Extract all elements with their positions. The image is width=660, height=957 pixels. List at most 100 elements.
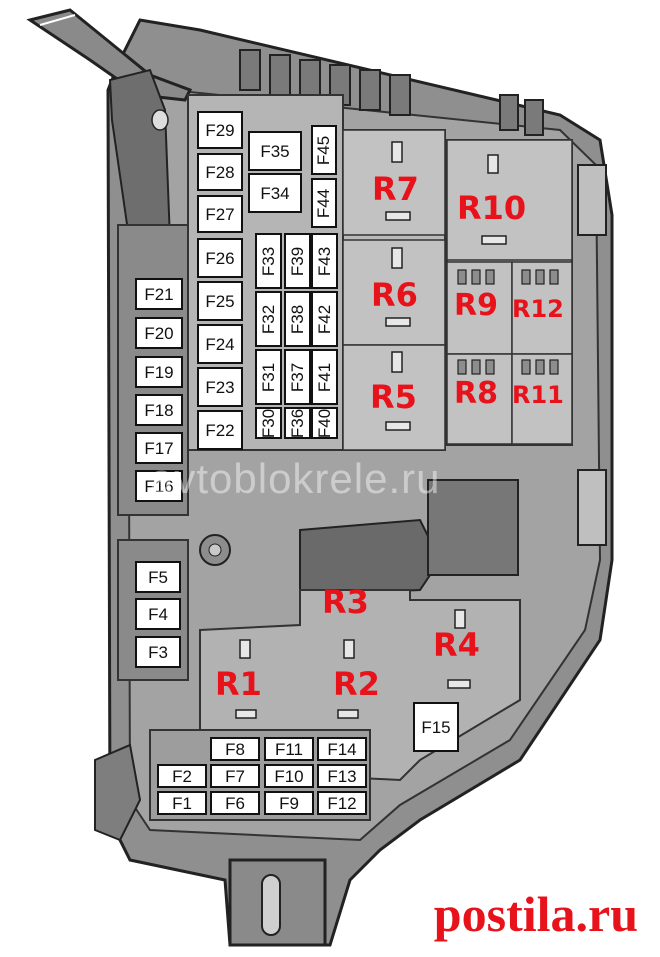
fuse-label: F36 [288, 408, 308, 438]
fuse-label: F11 [274, 739, 304, 759]
fuse-F17: F17 [135, 432, 183, 464]
fuse-F11: F11 [264, 737, 314, 761]
fuse-label: F28 [205, 162, 235, 182]
fuse-F22: F22 [197, 410, 243, 450]
fuse-F42: F42 [311, 291, 338, 347]
fuse-F31: F31 [255, 349, 282, 405]
fuse-label: F26 [205, 248, 235, 268]
fuse-F24: F24 [197, 324, 243, 364]
fuse-F14: F14 [317, 737, 367, 761]
fuse-label: F10 [274, 766, 304, 786]
fuse-F39: F39 [284, 233, 311, 289]
fuse-label: F7 [225, 766, 245, 786]
fuse-label: F43 [315, 246, 335, 276]
fuse-label: F22 [205, 420, 235, 440]
fuse-F32: F32 [255, 291, 282, 347]
fuse-label: F14 [327, 739, 357, 759]
fuse-label: F13 [327, 766, 357, 786]
fuse-label: F42 [315, 304, 335, 334]
fuse-label: F24 [205, 334, 235, 354]
fuse-label: F6 [225, 793, 245, 813]
fuse-label: F16 [144, 476, 174, 496]
fuse-label: F18 [144, 400, 174, 420]
fuse-label: F27 [205, 204, 235, 224]
fuse-label: F1 [172, 793, 192, 813]
relay-R7: R7 [372, 170, 419, 208]
fuse-F4: F4 [135, 598, 181, 630]
fuse-F19: F19 [135, 356, 183, 388]
fuse-F45: F45 [311, 125, 337, 175]
fuse-F10: F10 [264, 764, 314, 788]
fuse-label: F19 [144, 362, 174, 382]
fuse-label: F45 [314, 135, 334, 165]
fuse-F38: F38 [284, 291, 311, 347]
relay-R1: R1 [215, 665, 262, 703]
fuse-label: F41 [315, 362, 335, 392]
relay-R2: R2 [333, 665, 380, 703]
fuse-label: F23 [205, 377, 235, 397]
fuse-label: F34 [260, 183, 290, 203]
brand-logo-text[interactable]: postila.ru [433, 886, 638, 942]
fuse-F9: F9 [264, 791, 314, 815]
fuse-F1: F1 [157, 791, 207, 815]
fuse-label: F33 [259, 246, 279, 276]
fuse-label: F20 [144, 323, 174, 343]
fuse-F34: F34 [248, 173, 302, 213]
relay-R9: R9 [454, 288, 498, 323]
fuse-label: F30 [259, 408, 279, 438]
fuse-F15: F15 [413, 702, 459, 752]
fuse-label: F40 [315, 408, 335, 438]
fuse-F28: F28 [197, 153, 243, 191]
fuse-label: F2 [172, 766, 192, 786]
fuse-label: F31 [259, 362, 279, 392]
fuse-label: F4 [148, 604, 168, 624]
fuse-F8: F8 [210, 737, 260, 761]
fuse-label: F39 [288, 246, 308, 276]
fuse-label: F37 [288, 362, 308, 392]
fuse-label: F17 [144, 438, 174, 458]
fuse-F41: F41 [311, 349, 338, 405]
fuse-label: F29 [205, 120, 235, 140]
fuse-label: F8 [225, 739, 245, 759]
relay-R3: R3 [322, 583, 369, 621]
fuse-F23: F23 [197, 367, 243, 407]
fuse-label: F44 [314, 188, 334, 218]
fuse-label: F12 [327, 793, 357, 813]
fuse-F13: F13 [317, 764, 367, 788]
fuse-F7: F7 [210, 764, 260, 788]
relay-R8: R8 [454, 376, 498, 411]
fuse-label: F38 [288, 304, 308, 334]
fuse-F18: F18 [135, 394, 183, 426]
fuse-F6: F6 [210, 791, 260, 815]
fuse-F2: F2 [157, 764, 207, 788]
relay-R5: R5 [370, 378, 417, 416]
fuse-label: F35 [260, 141, 290, 161]
fuse-F43: F43 [311, 233, 338, 289]
fuse-F20: F20 [135, 317, 183, 349]
fuse-F36: F36 [284, 407, 311, 439]
fuse-label: F25 [205, 291, 235, 311]
fuse-F33: F33 [255, 233, 282, 289]
fuse-F16: F16 [135, 470, 183, 502]
relay-R6: R6 [371, 276, 418, 314]
fuse-label: F15 [421, 717, 451, 737]
fuse-label: F21 [144, 284, 174, 304]
fuse-label: F3 [148, 642, 168, 662]
fuse-F40: F40 [311, 407, 338, 439]
fuse-F5: F5 [135, 561, 181, 593]
fuse-F35: F35 [248, 131, 302, 171]
fuse-F26: F26 [197, 238, 243, 278]
fuse-F27: F27 [197, 195, 243, 233]
fuse-label: F32 [259, 304, 279, 334]
fuse-F12: F12 [317, 791, 367, 815]
fuse-F29: F29 [197, 111, 243, 149]
relay-R12: R12 [512, 295, 564, 323]
relay-R10: R10 [457, 189, 527, 227]
relay-R11: R11 [512, 381, 564, 409]
relay-R4: R4 [433, 626, 480, 664]
watermark-text: avtoblokrele.ru [150, 455, 441, 502]
fuse-label: F5 [148, 567, 168, 587]
fuse-label: F9 [279, 793, 299, 813]
fuse-F25: F25 [197, 281, 243, 321]
